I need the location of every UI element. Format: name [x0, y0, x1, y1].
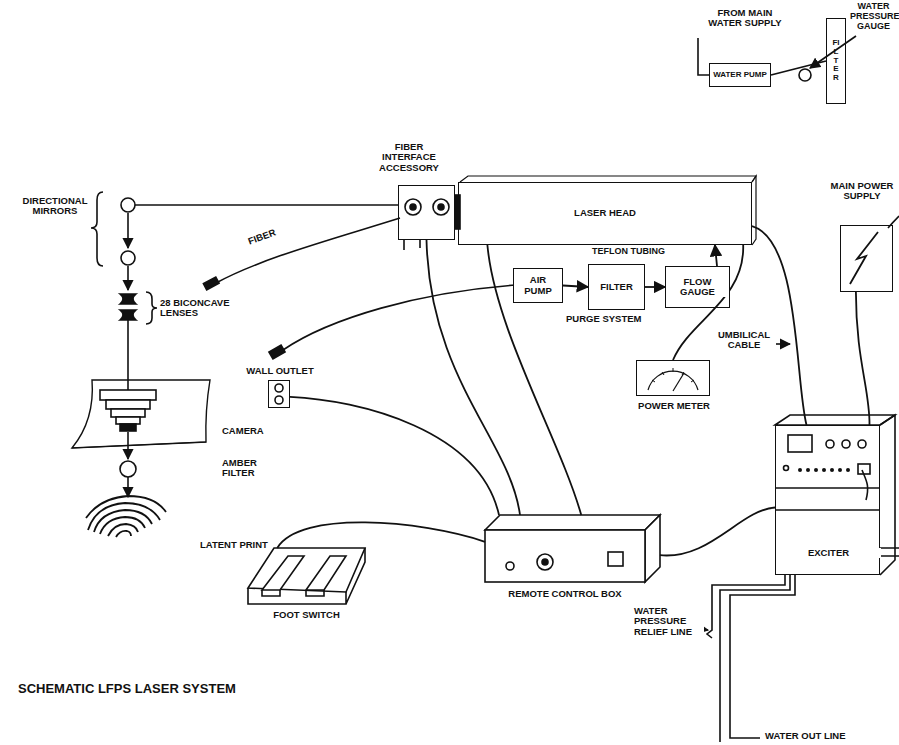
part-label: WATER PRESSURE GAUGE [850, 2, 897, 32]
cable-line [715, 245, 717, 266]
node-label: EXCITER [776, 548, 881, 558]
cable-line [487, 245, 581, 515]
node-label: MAIN POWER SUPPLY [829, 181, 895, 202]
node-label: FIBER INTERFACE ACCESSORY [369, 142, 449, 173]
filter-box: FILTER [588, 264, 645, 310]
node-label: FLOW GAUGE [666, 277, 729, 298]
node-label: AIR PUMP [514, 275, 562, 296]
part-label: FROM MAIN WATER SUPPLY [700, 8, 790, 29]
pump-box: WATER PUMP [709, 63, 771, 87]
cable-line [290, 397, 499, 515]
part-label: PURGE SYSTEM [566, 314, 642, 324]
part-label: FIBER [245, 227, 279, 248]
node-label: LASER HEAD [573, 208, 637, 218]
node-label: WALL OUTLET [231, 366, 329, 376]
cable-line [427, 240, 521, 515]
remote-control: REMOTE CONTROL BOX [485, 515, 660, 582]
interface-box: FIBER INTERFACE ACCESSORY [398, 185, 455, 240]
cable-line [277, 522, 485, 548]
part-label: UMBILICAL CABLE [714, 330, 774, 351]
figure-caption: SCHEMATIC LFPS LASER SYSTEM [18, 682, 236, 696]
gauge-box: FLOW GAUGE [665, 266, 730, 308]
node-label: FILTER [599, 282, 634, 292]
cable-line [660, 508, 775, 556]
filter-box: FILTER [826, 18, 846, 104]
cable-line [563, 286, 588, 288]
wall-outlet: WALL OUTLET [268, 380, 290, 408]
node-label: FOOT SWITCH [248, 610, 365, 620]
cable-line [771, 61, 826, 75]
part-label: TEFLON TUBING [592, 247, 665, 257]
part-label: WATER OUT LINE [765, 731, 846, 741]
power-supply: MAIN POWER SUPPLY [840, 225, 893, 292]
part-label: DIRECTIONAL MIRRORS [18, 196, 92, 217]
cable-line [856, 292, 870, 425]
cable-line [752, 226, 807, 425]
node-label: FILTER [832, 39, 840, 83]
exciter-cabinet: EXCITER [775, 425, 880, 575]
cable-line [645, 286, 665, 288]
part-label: CAMERA [222, 426, 264, 436]
node-label: POWER METER [637, 401, 711, 411]
node-label: WATER PUMP [712, 71, 768, 80]
power-meter: POWER METER [636, 360, 710, 396]
node-label: REMOTE CONTROL BOX [485, 589, 645, 599]
part-label: AMBER FILTER [222, 458, 272, 479]
part-label: 28 BICONCAVE LENSES [160, 298, 245, 319]
part-label: WATER PRESSURE RELIEF LINE [634, 606, 704, 637]
part-label: LATENT PRINT [200, 540, 268, 550]
laser-head: LASER HEAD [458, 182, 752, 245]
pump-box: AIR PUMP [513, 268, 563, 303]
foot-switch: FOOT SWITCH [248, 548, 365, 605]
